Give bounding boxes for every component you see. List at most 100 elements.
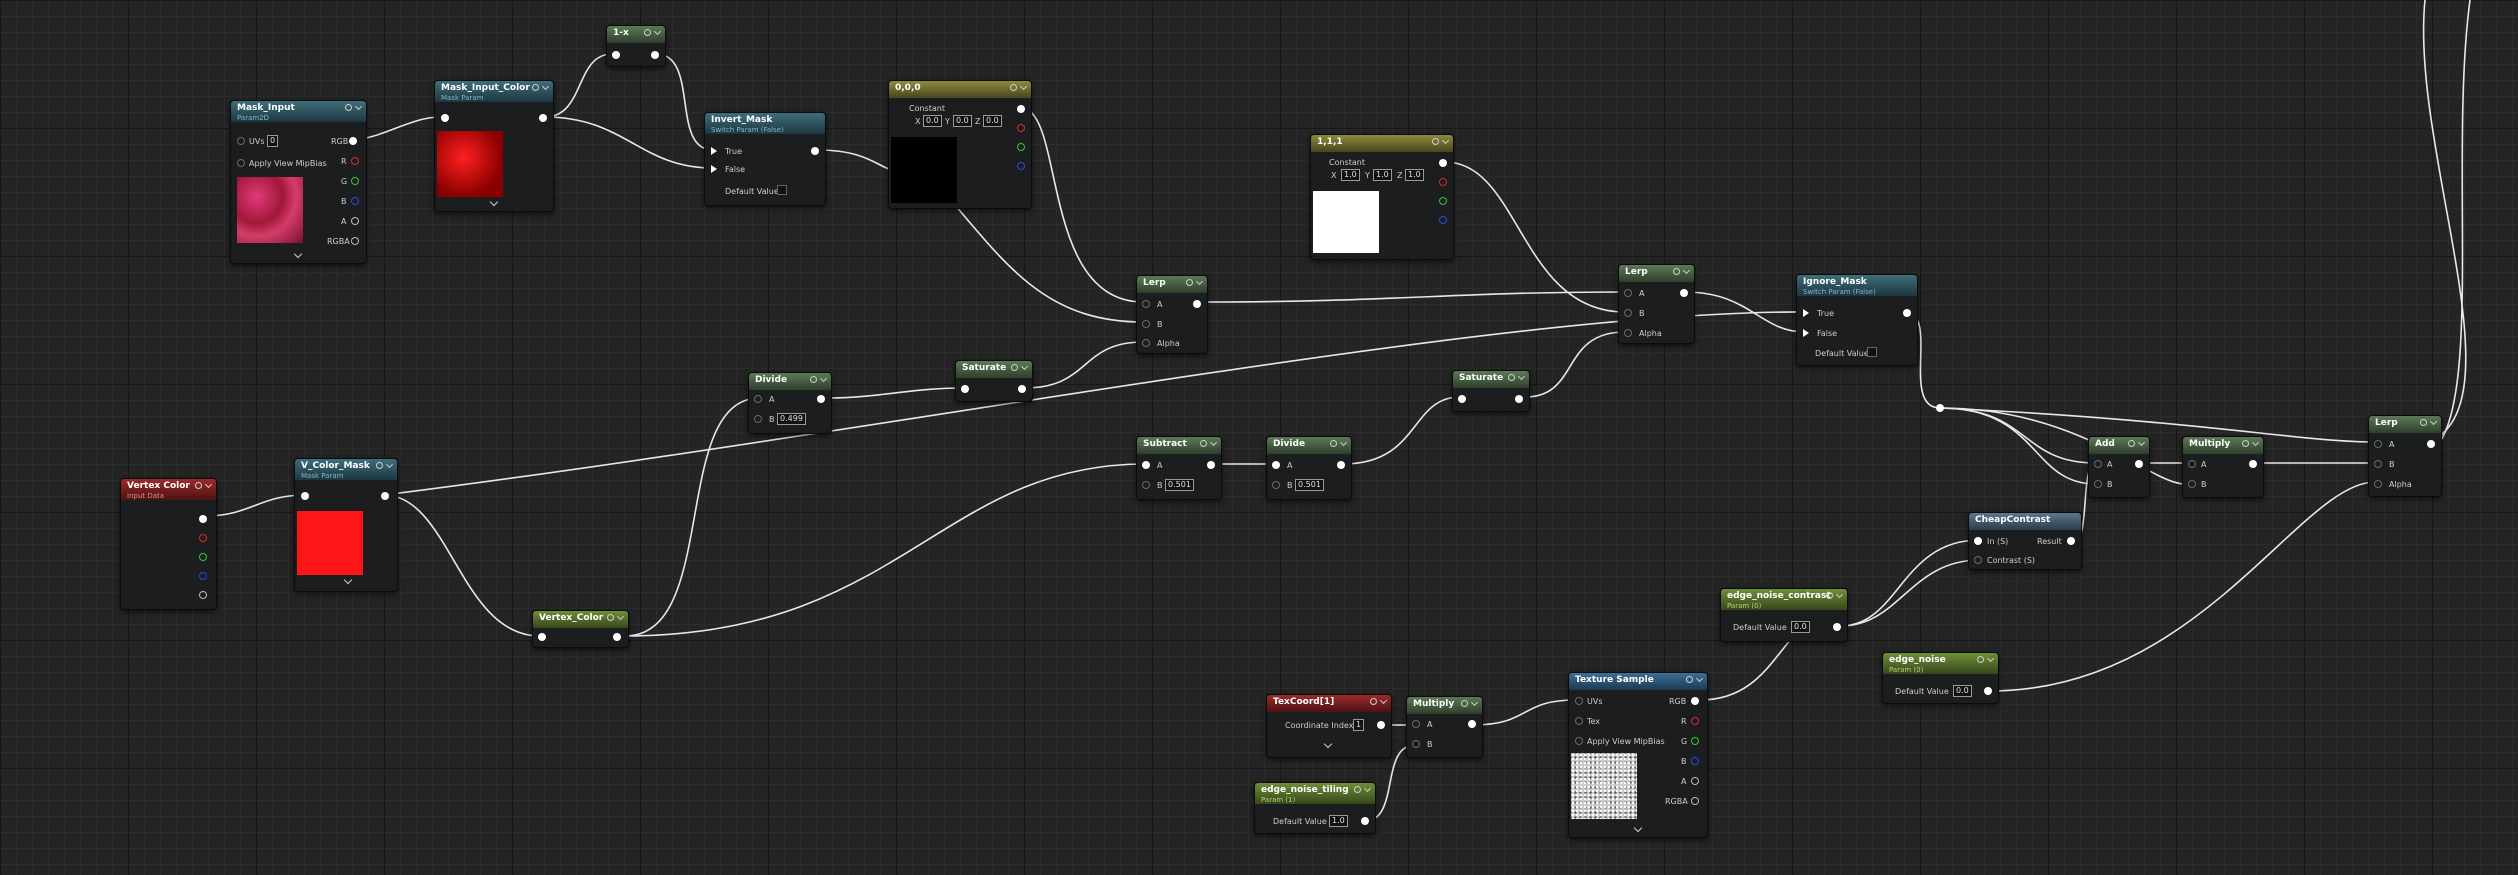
preview-icon[interactable] bbox=[1686, 676, 1693, 683]
collapse-icon[interactable] bbox=[1696, 676, 1703, 683]
node-vertex-color-named[interactable]: Vertex_Color bbox=[532, 610, 629, 648]
node-v-color-mask[interactable]: V_Color_Mask Mask Param bbox=[294, 458, 398, 592]
default-value-checkbox[interactable] bbox=[1867, 347, 1877, 357]
collapse-icon[interactable] bbox=[386, 462, 393, 469]
pin-in-b[interactable] bbox=[2188, 480, 2196, 488]
pin-in-a[interactable] bbox=[1142, 300, 1150, 308]
node-divide-1[interactable]: Divide A B 0.499 bbox=[748, 372, 832, 434]
pin-out-b[interactable] bbox=[1017, 162, 1025, 170]
pin-out-r[interactable] bbox=[199, 534, 207, 542]
pin-in-false[interactable] bbox=[711, 165, 717, 173]
pin-in-b[interactable] bbox=[754, 415, 762, 423]
pin-out-rgb[interactable] bbox=[1691, 697, 1699, 705]
pin-out-g[interactable] bbox=[351, 177, 359, 185]
pin-in-a[interactable] bbox=[1142, 461, 1150, 469]
preview-icon[interactable] bbox=[195, 482, 202, 489]
pin-out[interactable] bbox=[1515, 395, 1523, 403]
pin-tex[interactable] bbox=[1575, 717, 1583, 725]
expand-icon[interactable] bbox=[293, 249, 303, 259]
node-constant-111[interactable]: 1,1,1 Constant X 1.0 Y 1.0 Z 1.0 bbox=[1310, 134, 1454, 260]
node-vertex-color-input[interactable]: Vertex Color Input Data bbox=[120, 478, 217, 610]
collapse-icon[interactable] bbox=[542, 84, 549, 91]
pin-out[interactable] bbox=[1903, 309, 1911, 317]
preview-icon[interactable] bbox=[644, 29, 651, 36]
pin-in-contrast[interactable] bbox=[1974, 556, 1982, 564]
pin-uvs[interactable] bbox=[1575, 697, 1583, 705]
pin-in-b[interactable] bbox=[2374, 460, 2382, 468]
node-lerp-1[interactable]: Lerp A B Alpha bbox=[1136, 275, 1208, 354]
preview-icon[interactable] bbox=[2420, 419, 2427, 426]
pin-in[interactable] bbox=[538, 633, 546, 641]
node-lerp-3[interactable]: Lerp A B Alpha bbox=[2368, 415, 2442, 497]
b-value-field[interactable]: 0.499 bbox=[777, 413, 806, 425]
pin-out-r[interactable] bbox=[351, 157, 359, 165]
pin-out[interactable] bbox=[1207, 461, 1215, 469]
pin-in-b[interactable] bbox=[2094, 480, 2102, 488]
pin-in-a[interactable] bbox=[1412, 720, 1420, 728]
pin-out-a[interactable] bbox=[1691, 777, 1699, 785]
node-constant-000[interactable]: 0,0,0 Constant X 0.0 Y 0.0 Z 0.0 bbox=[888, 80, 1032, 209]
node-saturate-1[interactable]: Saturate bbox=[955, 360, 1033, 402]
pin-out[interactable] bbox=[539, 114, 547, 122]
x-value-field[interactable]: 1.0 bbox=[1341, 169, 1360, 181]
uvs-value-field[interactable]: 0 bbox=[267, 135, 279, 147]
collapse-icon[interactable] bbox=[1442, 138, 1449, 145]
z-value-field[interactable]: 1.0 bbox=[1405, 169, 1424, 181]
pin-in-b[interactable] bbox=[1272, 481, 1280, 489]
collapse-icon[interactable] bbox=[1364, 786, 1371, 793]
collapse-icon[interactable] bbox=[1471, 700, 1478, 707]
pin-in-false[interactable] bbox=[1803, 329, 1809, 337]
pin-out-rgba[interactable] bbox=[1691, 797, 1699, 805]
pin-out-b[interactable] bbox=[199, 572, 207, 580]
x-value-field[interactable]: 0.0 bbox=[923, 115, 942, 127]
pin-out-g[interactable] bbox=[199, 553, 207, 561]
collapse-icon[interactable] bbox=[1518, 374, 1525, 381]
pin-out-r[interactable] bbox=[1691, 717, 1699, 725]
y-value-field[interactable]: 0.0 bbox=[953, 115, 972, 127]
node-multiply-1[interactable]: Multiply A B bbox=[2182, 436, 2264, 498]
collapse-icon[interactable] bbox=[1340, 440, 1347, 447]
pin-out-b[interactable] bbox=[351, 197, 359, 205]
pin-in-a[interactable] bbox=[754, 395, 762, 403]
pin-out[interactable] bbox=[381, 492, 389, 500]
pin-out[interactable] bbox=[651, 51, 659, 59]
pin-in-a[interactable] bbox=[1272, 461, 1280, 469]
pin-out-rgba[interactable] bbox=[351, 237, 359, 245]
pin-out-g[interactable] bbox=[1439, 197, 1447, 205]
preview-icon[interactable] bbox=[1330, 440, 1337, 447]
pin-out-r[interactable] bbox=[1017, 124, 1025, 132]
expand-icon[interactable] bbox=[343, 575, 353, 585]
preview-icon[interactable] bbox=[2242, 440, 2249, 447]
pin-out[interactable] bbox=[2135, 460, 2143, 468]
pin-out-g[interactable] bbox=[1691, 737, 1699, 745]
pin-out[interactable] bbox=[1337, 461, 1345, 469]
pin-in-alpha[interactable] bbox=[2374, 480, 2382, 488]
pin-out[interactable] bbox=[1377, 721, 1385, 729]
pin-out-b[interactable] bbox=[1691, 757, 1699, 765]
pin-out-a[interactable] bbox=[199, 591, 207, 599]
pin-in-a[interactable] bbox=[2094, 460, 2102, 468]
preview-icon[interactable] bbox=[1011, 364, 1018, 371]
node-one-minus[interactable]: 1-x bbox=[606, 25, 666, 67]
pin-in-b[interactable] bbox=[1142, 320, 1150, 328]
collapse-icon[interactable] bbox=[1196, 279, 1203, 286]
collapse-icon[interactable] bbox=[1683, 268, 1690, 275]
preview-icon[interactable] bbox=[1200, 440, 1207, 447]
pin-out[interactable] bbox=[1193, 300, 1201, 308]
y-value-field[interactable]: 1.0 bbox=[1373, 169, 1392, 181]
preview-icon[interactable] bbox=[1461, 700, 1468, 707]
default-value-field[interactable]: 0.0 bbox=[1953, 685, 1972, 697]
pin-out[interactable] bbox=[2427, 440, 2435, 448]
pin-in[interactable] bbox=[301, 492, 309, 500]
pin-in-a[interactable] bbox=[1624, 289, 1632, 297]
default-value-checkbox[interactable] bbox=[777, 185, 787, 195]
pin-out[interactable] bbox=[2067, 537, 2075, 545]
node-mask-input[interactable]: Mask_Input Param2D UVs 0 Apply View MipB… bbox=[230, 100, 367, 264]
pin-uvs[interactable] bbox=[237, 137, 245, 145]
pin-in[interactable] bbox=[441, 114, 449, 122]
z-value-field[interactable]: 0.0 bbox=[983, 115, 1002, 127]
pin-out-g[interactable] bbox=[1017, 143, 1025, 151]
node-texcoord[interactable]: TexCoord[1] Coordinate Index 1 bbox=[1266, 694, 1392, 758]
pin-apply-mip[interactable] bbox=[237, 159, 245, 167]
node-cheap-contrast[interactable]: CheapContrast In (S) Result Contrast (S) bbox=[1968, 512, 2082, 570]
